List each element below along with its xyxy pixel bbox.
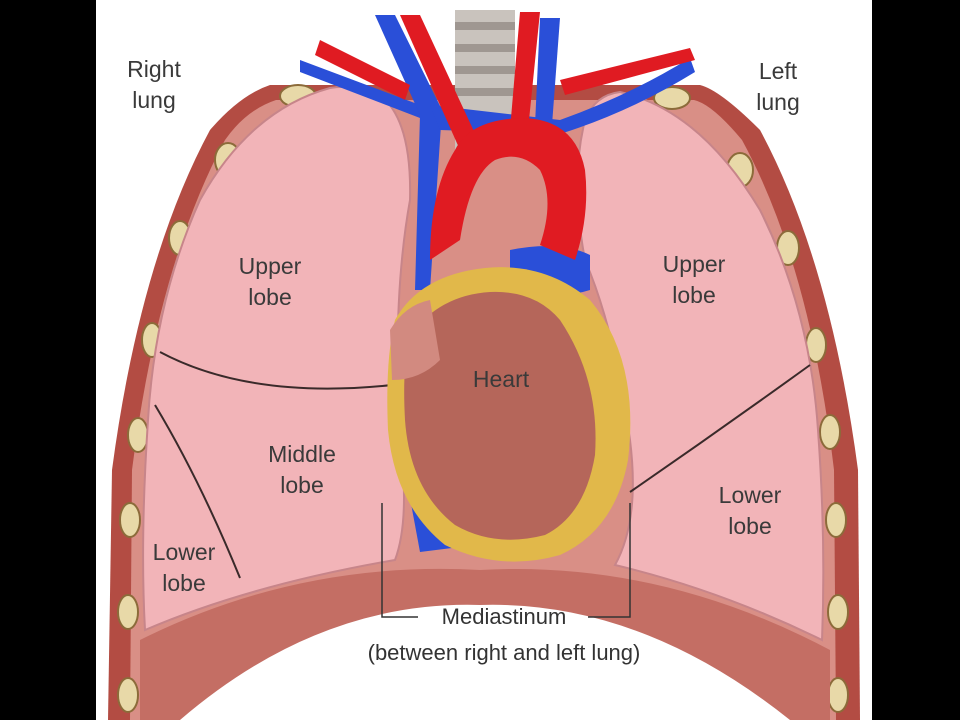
left-upper-lobe-line2: lobe xyxy=(672,282,716,308)
left-lower-lobe-line2: lobe xyxy=(728,513,772,539)
right-lower-lobe-label: Lower lobe xyxy=(140,537,228,599)
left-lung-label-line1: Left xyxy=(758,58,798,84)
right-atrium xyxy=(390,300,440,380)
diagram-panel: Right lung Left lung Upper lobe Upper lo… xyxy=(96,0,872,720)
diaphragm-dome xyxy=(180,604,790,720)
heart-muscle xyxy=(404,291,596,540)
right-oblique-fissure xyxy=(154,404,241,579)
left-lung-label: Left lung xyxy=(740,56,816,118)
right-lower-lobe-line2: lobe xyxy=(162,570,206,596)
mediastinum-label: Mediastinum xyxy=(441,604,567,629)
middle-lobe-line2: lobe xyxy=(280,472,324,498)
heart-label: Heart xyxy=(472,366,530,392)
left-oblique-fissure xyxy=(629,364,811,493)
right-upper-lobe-label: Upper lobe xyxy=(226,251,314,313)
left-lower-lobe-line1: Lower xyxy=(718,482,782,508)
mediastinum-bracket xyxy=(381,503,631,618)
right-horizontal-fissure xyxy=(159,351,393,390)
left-rib-sections xyxy=(653,86,849,713)
right-lung-label-line1: Right xyxy=(127,56,181,82)
right-lung-label: Right lung xyxy=(116,54,192,116)
lung-anatomy-illustration xyxy=(108,10,860,720)
left-lower-lobe-label: Lower lobe xyxy=(706,480,794,542)
right-upper-lobe-line1: Upper xyxy=(238,253,302,279)
left-lung-label-line2: lung xyxy=(756,89,800,115)
middle-lobe-label: Middle lobe xyxy=(254,439,350,501)
right-lung-label-line2: lung xyxy=(132,87,176,113)
right-lung xyxy=(142,85,412,632)
right-upper-lobe-line2: lobe xyxy=(248,284,292,310)
middle-lobe-line1: Middle xyxy=(268,441,336,467)
left-upper-lobe-line1: Upper xyxy=(662,251,726,277)
mediastinum-note: (between right and left lung) xyxy=(367,640,641,665)
right-lower-lobe-line1: Lower xyxy=(152,539,216,565)
left-upper-lobe-label: Upper lobe xyxy=(650,249,738,311)
arteries xyxy=(315,12,695,260)
